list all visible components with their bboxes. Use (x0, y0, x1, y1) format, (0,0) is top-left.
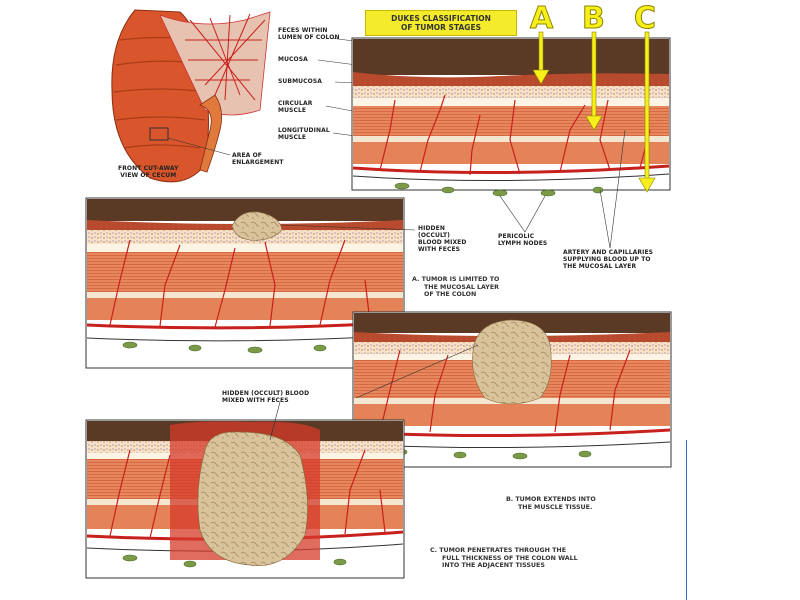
title-box: DUKES CLASSIFICATION OF TUMOR STAGES (365, 10, 517, 36)
label-feces: FECES WITHIN LUMEN OF COLON (278, 27, 340, 41)
caption-stage-c: C. TUMOR PENETRATES THROUGH THE FULL THI… (430, 547, 578, 569)
panel-a (85, 197, 416, 369)
cross-section-main (351, 37, 671, 197)
label-front-view: FRONT CUT-AWAY VIEW OF CECUM (118, 165, 179, 179)
panel-c (85, 401, 405, 579)
stage-letter-a: A (529, 1, 554, 36)
stage-letter-b: B (582, 1, 606, 36)
stage-arrows (532, 31, 656, 193)
label-hidden-blood-c: HIDDEN (OCCULT) BLOOD MIXED WITH FECES (222, 390, 310, 404)
label-submucosa: SUBMUCOSA (278, 78, 322, 85)
label-circular-muscle: CIRCULAR MUSCLE (278, 100, 313, 114)
divider-line (686, 440, 687, 600)
caption-stage-a: A. TUMOR IS LIMITED TO THE MUCOSAL LAYER… (412, 276, 500, 298)
caption-stage-b: B. TUMOR EXTENDS INTO THE MUSCLE TISSUE. (506, 496, 596, 511)
label-mucosa: MUCOSA (278, 56, 308, 63)
label-area-enlargement: AREA OF ENLARGEMENT (232, 152, 284, 166)
stage-letter-c: C (633, 1, 657, 36)
panel-b (352, 311, 672, 468)
label-hidden-blood-a: HIDDEN (OCCULT) BLOOD MIXED WITH FECES (418, 225, 467, 253)
cecum-illustration (111, 9, 271, 183)
title-line-1: DUKES CLASSIFICATION (391, 14, 491, 23)
label-longitudinal-muscle: LONGITUDINAL MUSCLE (278, 127, 330, 141)
title-line-2: OF TUMOR STAGES (401, 23, 481, 32)
label-artery: ARTERY AND CAPILLARIES SUPPLYING BLOOD U… (563, 249, 654, 270)
label-lymph-nodes: PERICOLIC LYMPH NODES (498, 233, 548, 247)
